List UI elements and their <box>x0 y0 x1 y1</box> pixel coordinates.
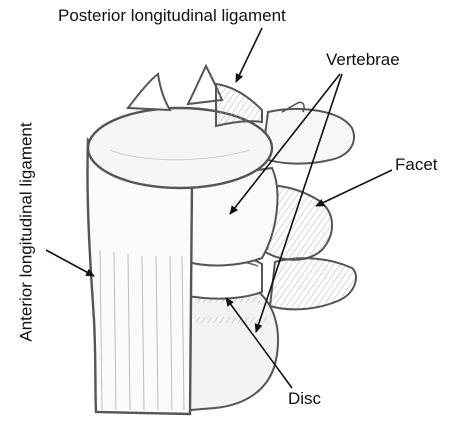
arrow-anterior-ligament <box>46 250 94 276</box>
facet-label: Facet <box>395 156 438 173</box>
arrow-posterior-ligament <box>236 28 262 82</box>
arrow-facet <box>316 170 392 206</box>
lower-transverse-process <box>270 258 356 309</box>
disc-label: Disc <box>288 390 321 407</box>
vertebrae-label: Vertebrae <box>326 51 400 68</box>
posterior-longitudinal-ligament-label: Posterior longitudinal ligament <box>58 7 286 24</box>
anterior-longitudinal-ligament-label: Anterior longitudinal ligament <box>18 122 35 341</box>
